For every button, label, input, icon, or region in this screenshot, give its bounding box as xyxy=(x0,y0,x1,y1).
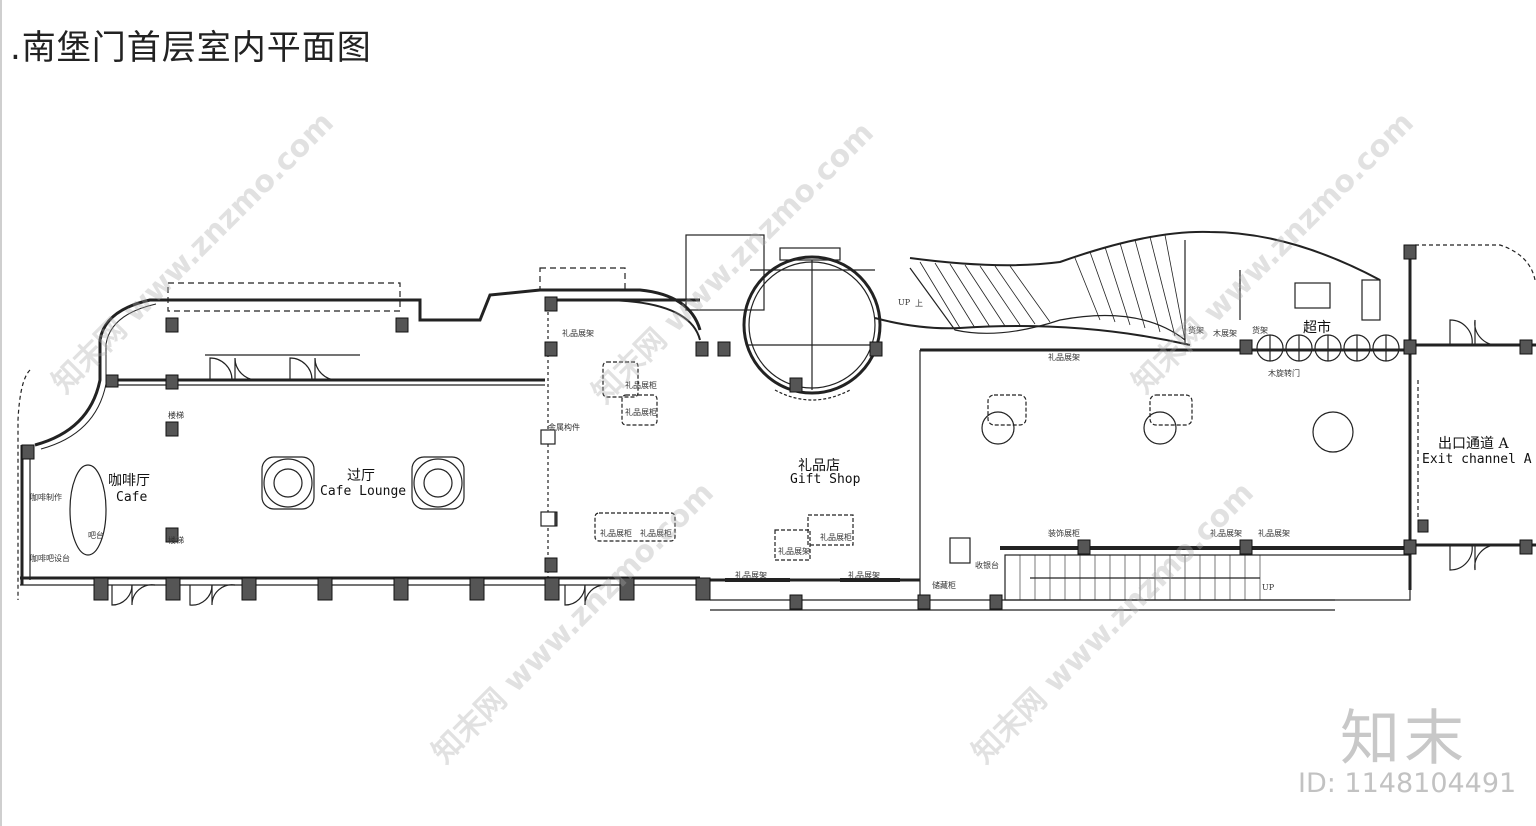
lounge-label-en: Cafe Lounge xyxy=(320,484,407,499)
annotation-gift-rack-4: 礼品展架 xyxy=(848,571,880,580)
annotation-up-1: UP xyxy=(898,298,911,307)
exit-label-zh: 出口通道 A xyxy=(1438,436,1509,452)
market-display xyxy=(1361,279,1381,321)
annotation-gift-rack-7: 礼品展架 xyxy=(1258,529,1290,538)
columns xyxy=(21,244,1533,610)
lounge-label-zh: 过厅 xyxy=(347,468,375,484)
north-wall-west xyxy=(34,288,702,447)
balcony-dashed xyxy=(167,282,401,312)
watermark-logo: 知末 xyxy=(1340,704,1468,774)
annotation-stair-1: 楼梯 xyxy=(168,411,184,420)
annotation-gift-cab-6: 礼品展柜 xyxy=(820,533,852,542)
annotation-shelf-1: 货架 xyxy=(1188,326,1204,335)
market-shelf xyxy=(1294,282,1331,309)
annotation-deco-cab: 装饰展柜 xyxy=(1048,529,1080,538)
chandelier-1 xyxy=(263,458,313,508)
annotation-cashier: 收银台 xyxy=(975,561,999,570)
chandelier-2 xyxy=(413,458,463,508)
market-label-zh: 超市 xyxy=(1303,320,1331,336)
annotation-revolving-door: 木旋转门 xyxy=(1268,369,1300,378)
annotation-gift-cab-3: 礼品展柜 xyxy=(625,408,657,417)
annotation-stair-2: 楼梯 xyxy=(168,536,184,545)
annotation-storage: 储藏柜 xyxy=(932,581,956,590)
lower-stair xyxy=(1004,554,1411,601)
tower-top xyxy=(779,247,841,261)
annotation-gift-rack-2: 礼品展架 xyxy=(778,547,810,556)
page-title: .南堡门首层室内平面图 xyxy=(10,28,372,68)
annotation-gift-rack-1: 礼品展架 xyxy=(562,329,594,338)
cafe-counter xyxy=(69,464,107,556)
exit-label-en: Exit channel A xyxy=(1422,452,1532,467)
gift-shop-label-zh: 礼品店 xyxy=(798,458,840,474)
annotation-gift-rack-6: 礼品展架 xyxy=(1210,529,1242,538)
north-annex xyxy=(685,234,765,311)
stair-treads xyxy=(919,234,1186,341)
annotation-gift-cab-4: 礼品展柜 xyxy=(600,529,632,538)
cafe-label-zh: 咖啡厅 xyxy=(108,473,150,489)
annotation-gift-rack-5: 礼品展架 xyxy=(1048,353,1080,362)
watermark-id: ID: 1148104491 xyxy=(1298,768,1517,799)
curved-roof-edge xyxy=(909,230,1381,281)
annotation-shelf-2: 货架 xyxy=(1252,326,1268,335)
annotation-gift-cab-5: 礼品展柜 xyxy=(640,529,672,538)
annotation-wood-shelf: 木展架 xyxy=(1213,329,1237,338)
site-boundary-left xyxy=(17,369,31,600)
page-frame-edge xyxy=(0,0,2,826)
annotation-up-2: UP xyxy=(1262,583,1275,592)
round-tower xyxy=(742,255,882,395)
annotation-gift-cab-2: 礼品展柜 xyxy=(625,381,657,390)
annotation-gift-rack-3: 礼品展架 xyxy=(735,571,767,580)
annotation-up-zh: 上 xyxy=(915,299,923,308)
annotation-bar: 吧台 xyxy=(88,531,104,540)
annotation-metal: 金属构件 xyxy=(548,423,580,432)
revolving-doors xyxy=(1256,334,1400,362)
market-plant xyxy=(1312,411,1354,453)
cafe-label-en: Cafe xyxy=(116,490,148,505)
annotation-coffee-counter: 咖啡吧设台 xyxy=(30,554,70,563)
gift-shop-label-en: Gift Shop xyxy=(790,472,861,487)
annotation-coffee-make: 咖啡制作 xyxy=(30,493,62,502)
